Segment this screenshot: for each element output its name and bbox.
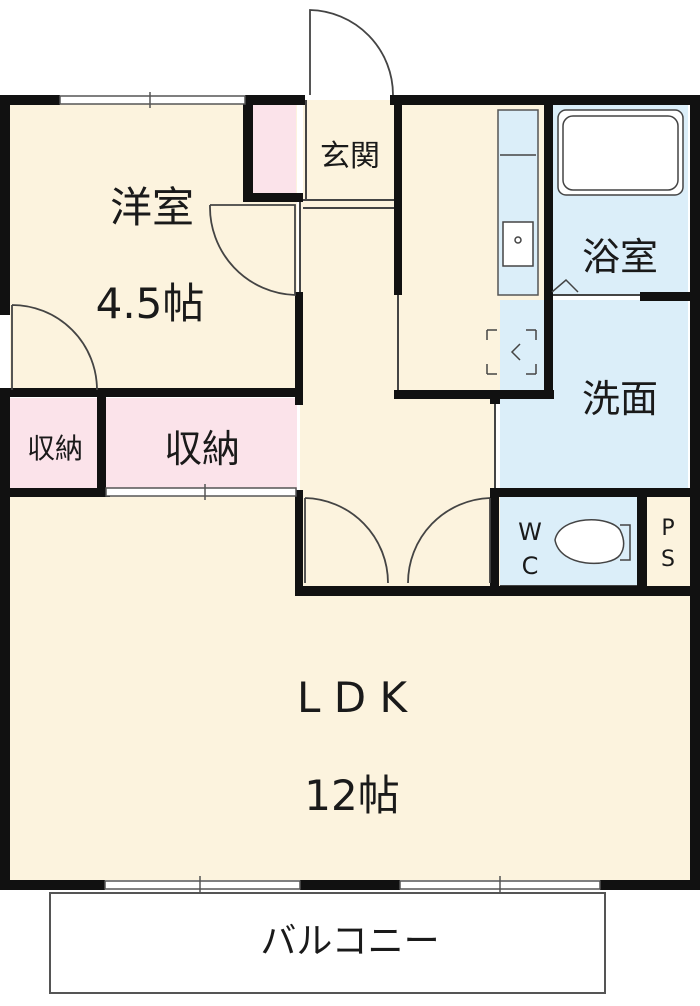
kitchen-counter [497, 109, 539, 296]
thick-walls [0, 95, 700, 890]
entrance-closet-floor [252, 103, 296, 193]
western-room-name: 洋室 [110, 183, 194, 232]
balcony-floor [49, 892, 606, 994]
fixtures [486, 109, 684, 565]
washroom-name: 洗面 [582, 377, 658, 421]
shower-icon [551, 278, 579, 293]
front-door [309, 9, 394, 96]
western-room-size: 4.5帖 [96, 279, 205, 328]
ldk-size: 12帖 [304, 771, 399, 820]
fridge-space-icon [486, 329, 537, 375]
storage-large-floor [106, 398, 297, 490]
pipe-space-label-p: P [661, 516, 674, 541]
entrance-floor [303, 100, 398, 200]
western-room-door [209, 204, 296, 296]
doors [11, 9, 491, 584]
windows [59, 92, 601, 894]
toilet-label-w: W [518, 518, 542, 546]
storage-small-name: 収納 [27, 432, 83, 465]
bathroom-name: 浴室 [582, 235, 658, 279]
balcony-name: バルコニー [260, 921, 439, 962]
kitchen-sink [502, 221, 534, 267]
storage-large-name: 収納 [164, 427, 240, 471]
storage-small-floor [10, 398, 100, 490]
pipe-space-label-s: S [661, 547, 675, 572]
entrance-name: 玄関 [320, 139, 380, 174]
ldk-door [304, 497, 389, 584]
floor-fills [10, 100, 690, 994]
bathtub [557, 109, 684, 196]
toilet-label-c: C [522, 552, 539, 580]
storage-door [11, 304, 98, 391]
kitchen-door [407, 497, 491, 584]
toilet-bowl-icon [554, 519, 631, 565]
labels: 洋室 4.5帖 玄関 浴室 洗面 収納 収納 W C P S L D K 12帖… [27, 139, 675, 962]
ldk-name: L D K [297, 673, 408, 722]
